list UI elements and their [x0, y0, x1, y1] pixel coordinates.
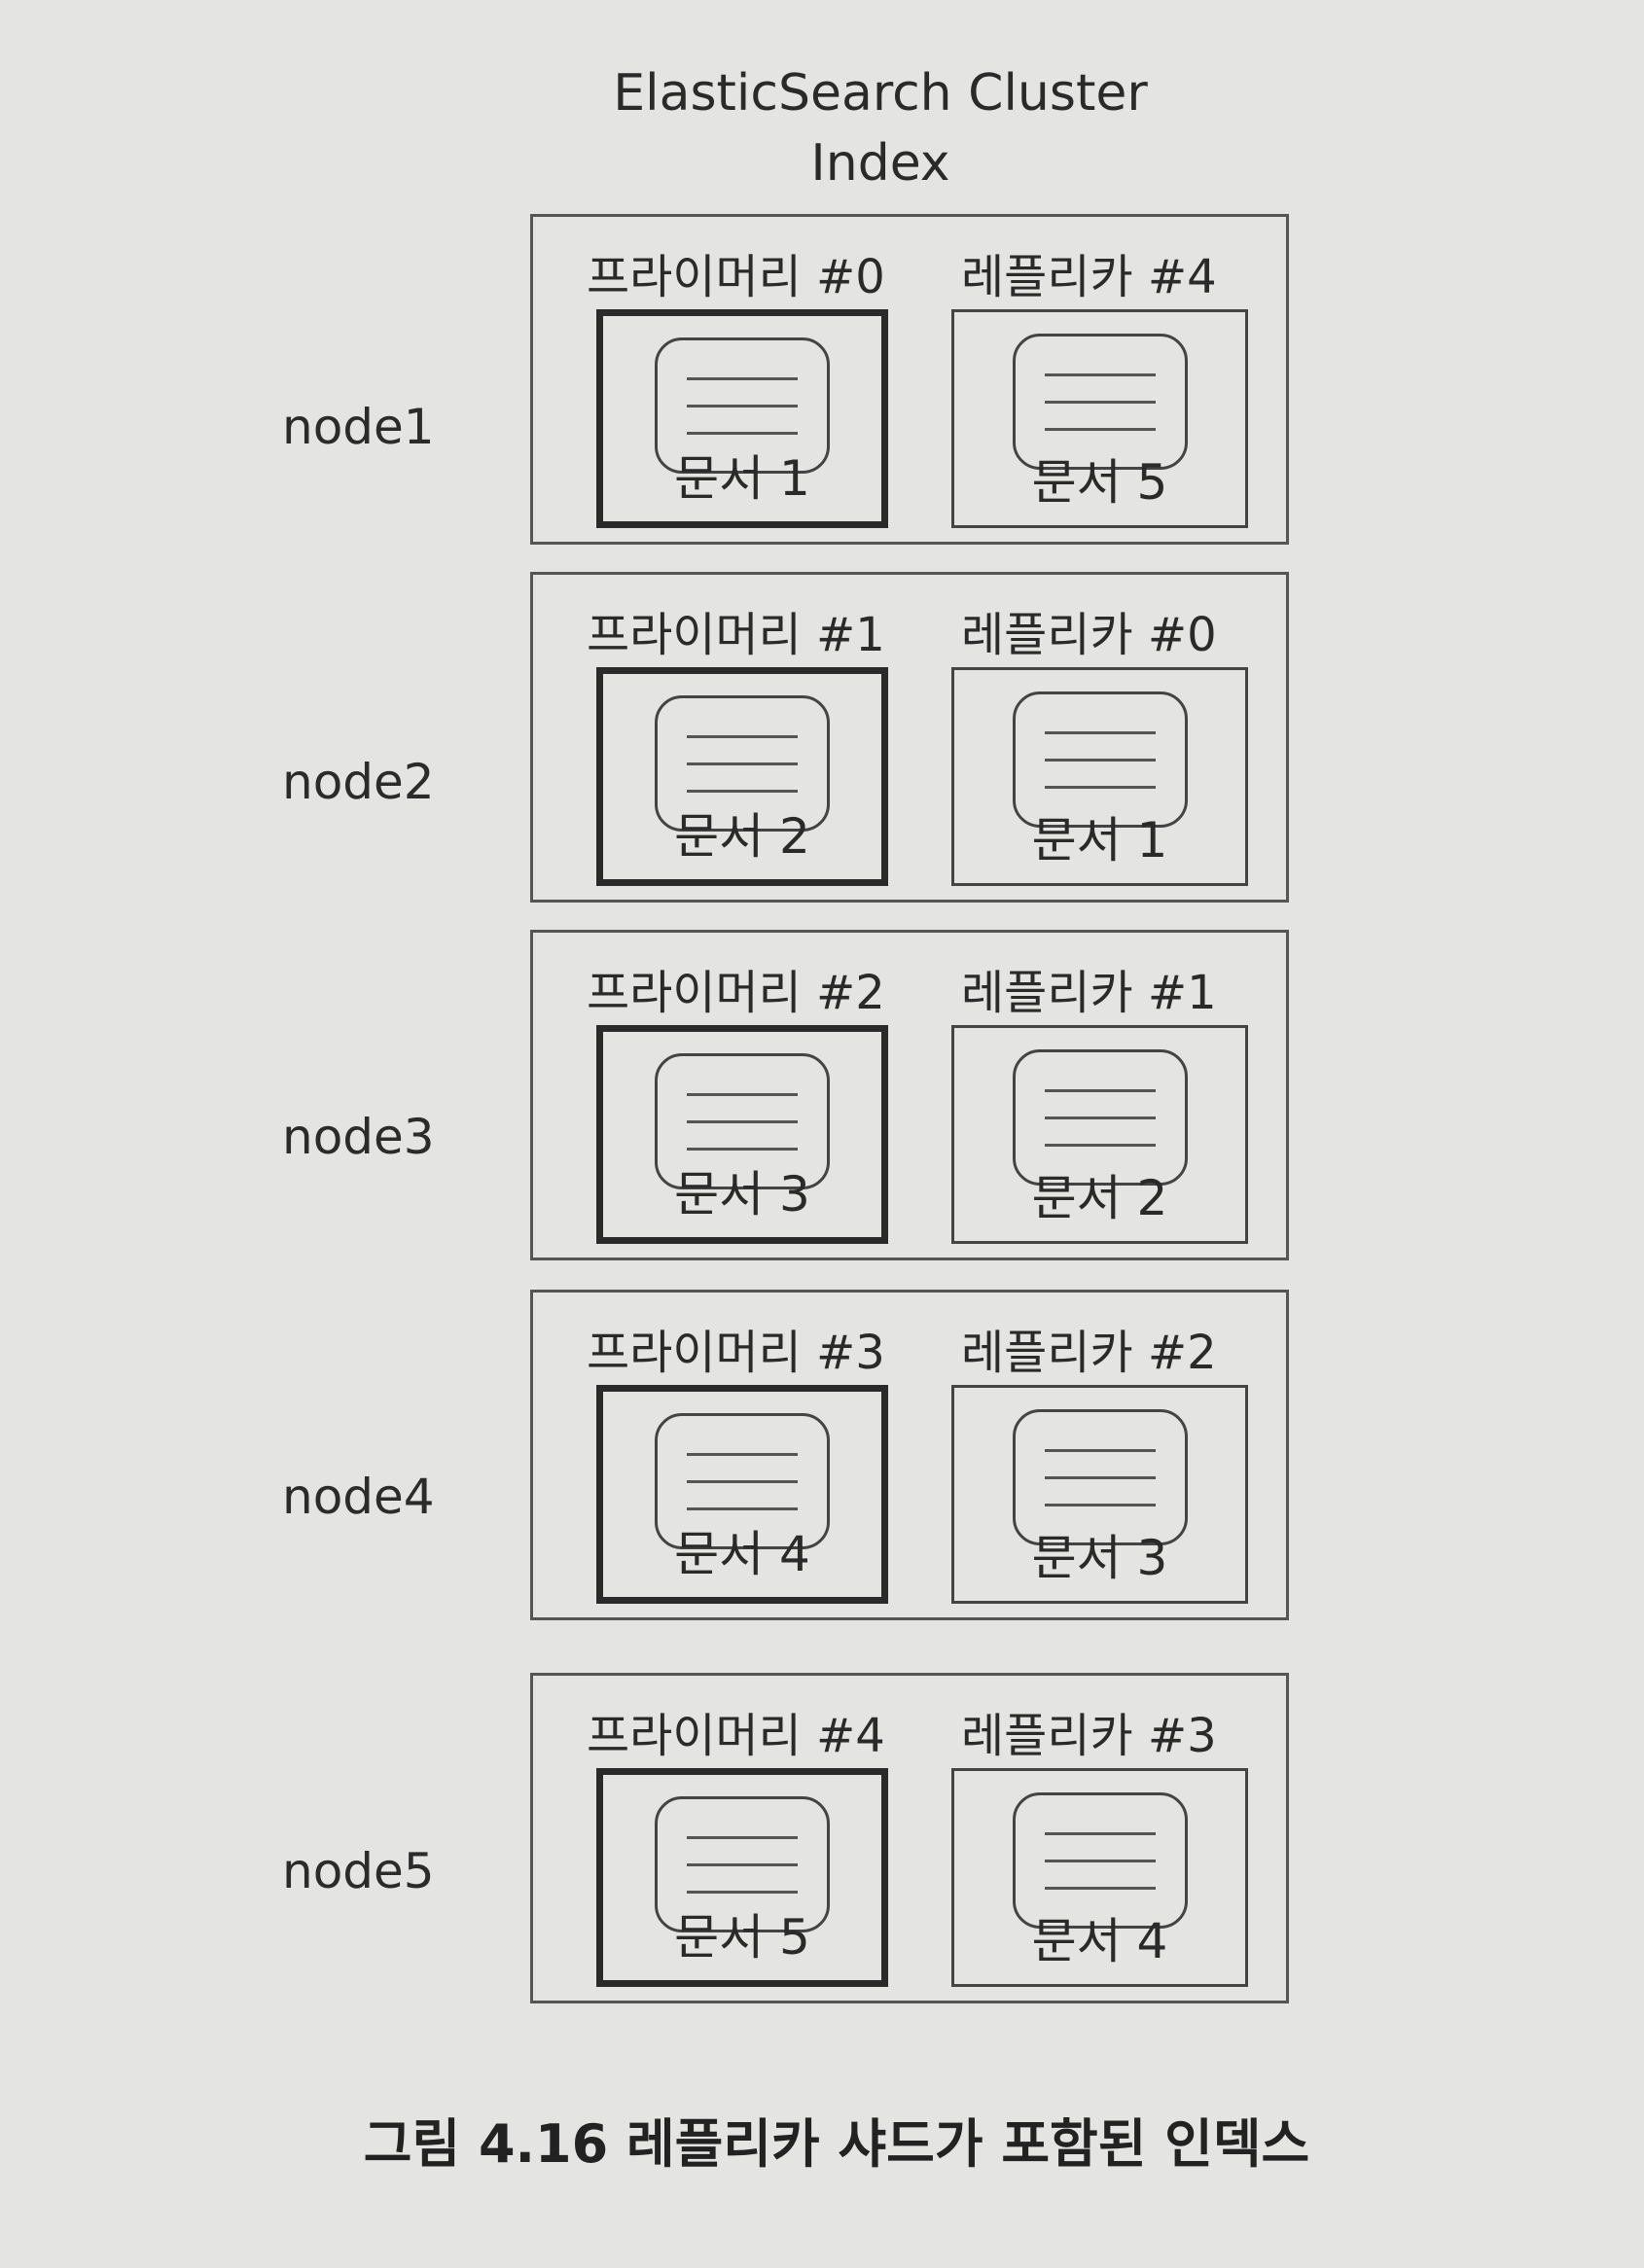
node-label: node1: [282, 399, 435, 455]
document-icon: [655, 1053, 830, 1189]
document-icon: [655, 1413, 830, 1549]
document-label: 문서 1: [674, 450, 810, 507]
replica-shard: 문서 1: [951, 667, 1248, 886]
replica-shard-label: 레플리카 #0: [961, 608, 1217, 662]
node-label: node3: [282, 1109, 435, 1165]
document-icon: [1012, 334, 1188, 470]
document-label: 문서 4: [1031, 1913, 1168, 1969]
document-icon: [655, 1796, 830, 1932]
replica-shard-label: 레플리카 #3: [961, 1709, 1217, 1763]
replica-shard-label: 레플리카 #1: [961, 966, 1217, 1020]
primary-shard: 문서 2: [596, 667, 888, 886]
document-icon: [655, 337, 830, 474]
replica-shard: 문서 2: [951, 1025, 1248, 1244]
primary-shard-label: 프라이머리 #3: [587, 1326, 885, 1380]
primary-shard-label: 프라이머리 #4: [587, 1709, 885, 1763]
primary-shard: 문서 4: [596, 1385, 888, 1604]
document-icon: [1012, 1049, 1188, 1186]
document-icon: [1012, 1792, 1188, 1929]
replica-shard: 문서 5: [951, 309, 1248, 528]
replica-shard-label: 레플리카 #4: [961, 250, 1217, 304]
node-box: 프라이머리 #2 레플리카 #1 문서 3 문서 2: [530, 930, 1289, 1260]
document-label: 문서 2: [1031, 1170, 1168, 1226]
primary-shard-label: 프라이머리 #2: [587, 966, 885, 1020]
title-line-cluster: ElasticSearch Cluster: [613, 64, 1148, 123]
document-label: 문서 4: [674, 1526, 810, 1582]
node-label: node4: [282, 1469, 435, 1525]
document-label: 문서 1: [1031, 812, 1168, 868]
primary-shard: 문서 1: [596, 309, 888, 528]
document-icon: [1012, 691, 1188, 828]
diagram-title: ElasticSearch Cluster Index: [545, 58, 1216, 198]
node-label: node2: [282, 754, 435, 810]
title-line-index: Index: [810, 134, 950, 193]
replica-shard: 문서 4: [951, 1768, 1248, 1987]
primary-shard-label: 프라이머리 #1: [587, 608, 885, 662]
node-label: node5: [282, 1843, 435, 1899]
replica-shard: 문서 3: [951, 1385, 1248, 1604]
replica-shard-label: 레플리카 #2: [961, 1326, 1217, 1380]
node-box: 프라이머리 #1 레플리카 #0 문서 2 문서 1: [530, 572, 1289, 903]
document-label: 문서 2: [674, 808, 810, 865]
primary-shard-label: 프라이머리 #0: [587, 250, 885, 304]
primary-shard: 문서 3: [596, 1025, 888, 1244]
primary-shard: 문서 5: [596, 1768, 888, 1987]
node-box: 프라이머리 #4 레플리카 #3 문서 5 문서 4: [530, 1673, 1289, 2003]
node-box: 프라이머리 #3 레플리카 #2 문서 4 문서 3: [530, 1290, 1289, 1620]
document-label: 문서 3: [674, 1166, 810, 1223]
document-label: 문서 5: [674, 1909, 810, 1966]
document-icon: [1012, 1409, 1188, 1545]
node-box: 프라이머리 #0 레플리카 #4 문서 1 문서 5: [530, 214, 1289, 545]
document-label: 문서 3: [1031, 1530, 1168, 1586]
document-label: 문서 5: [1031, 454, 1168, 511]
figure-caption: 그림 4.16 레플리카 샤드가 포함된 인덱스: [363, 2113, 1310, 2175]
document-icon: [655, 695, 830, 832]
